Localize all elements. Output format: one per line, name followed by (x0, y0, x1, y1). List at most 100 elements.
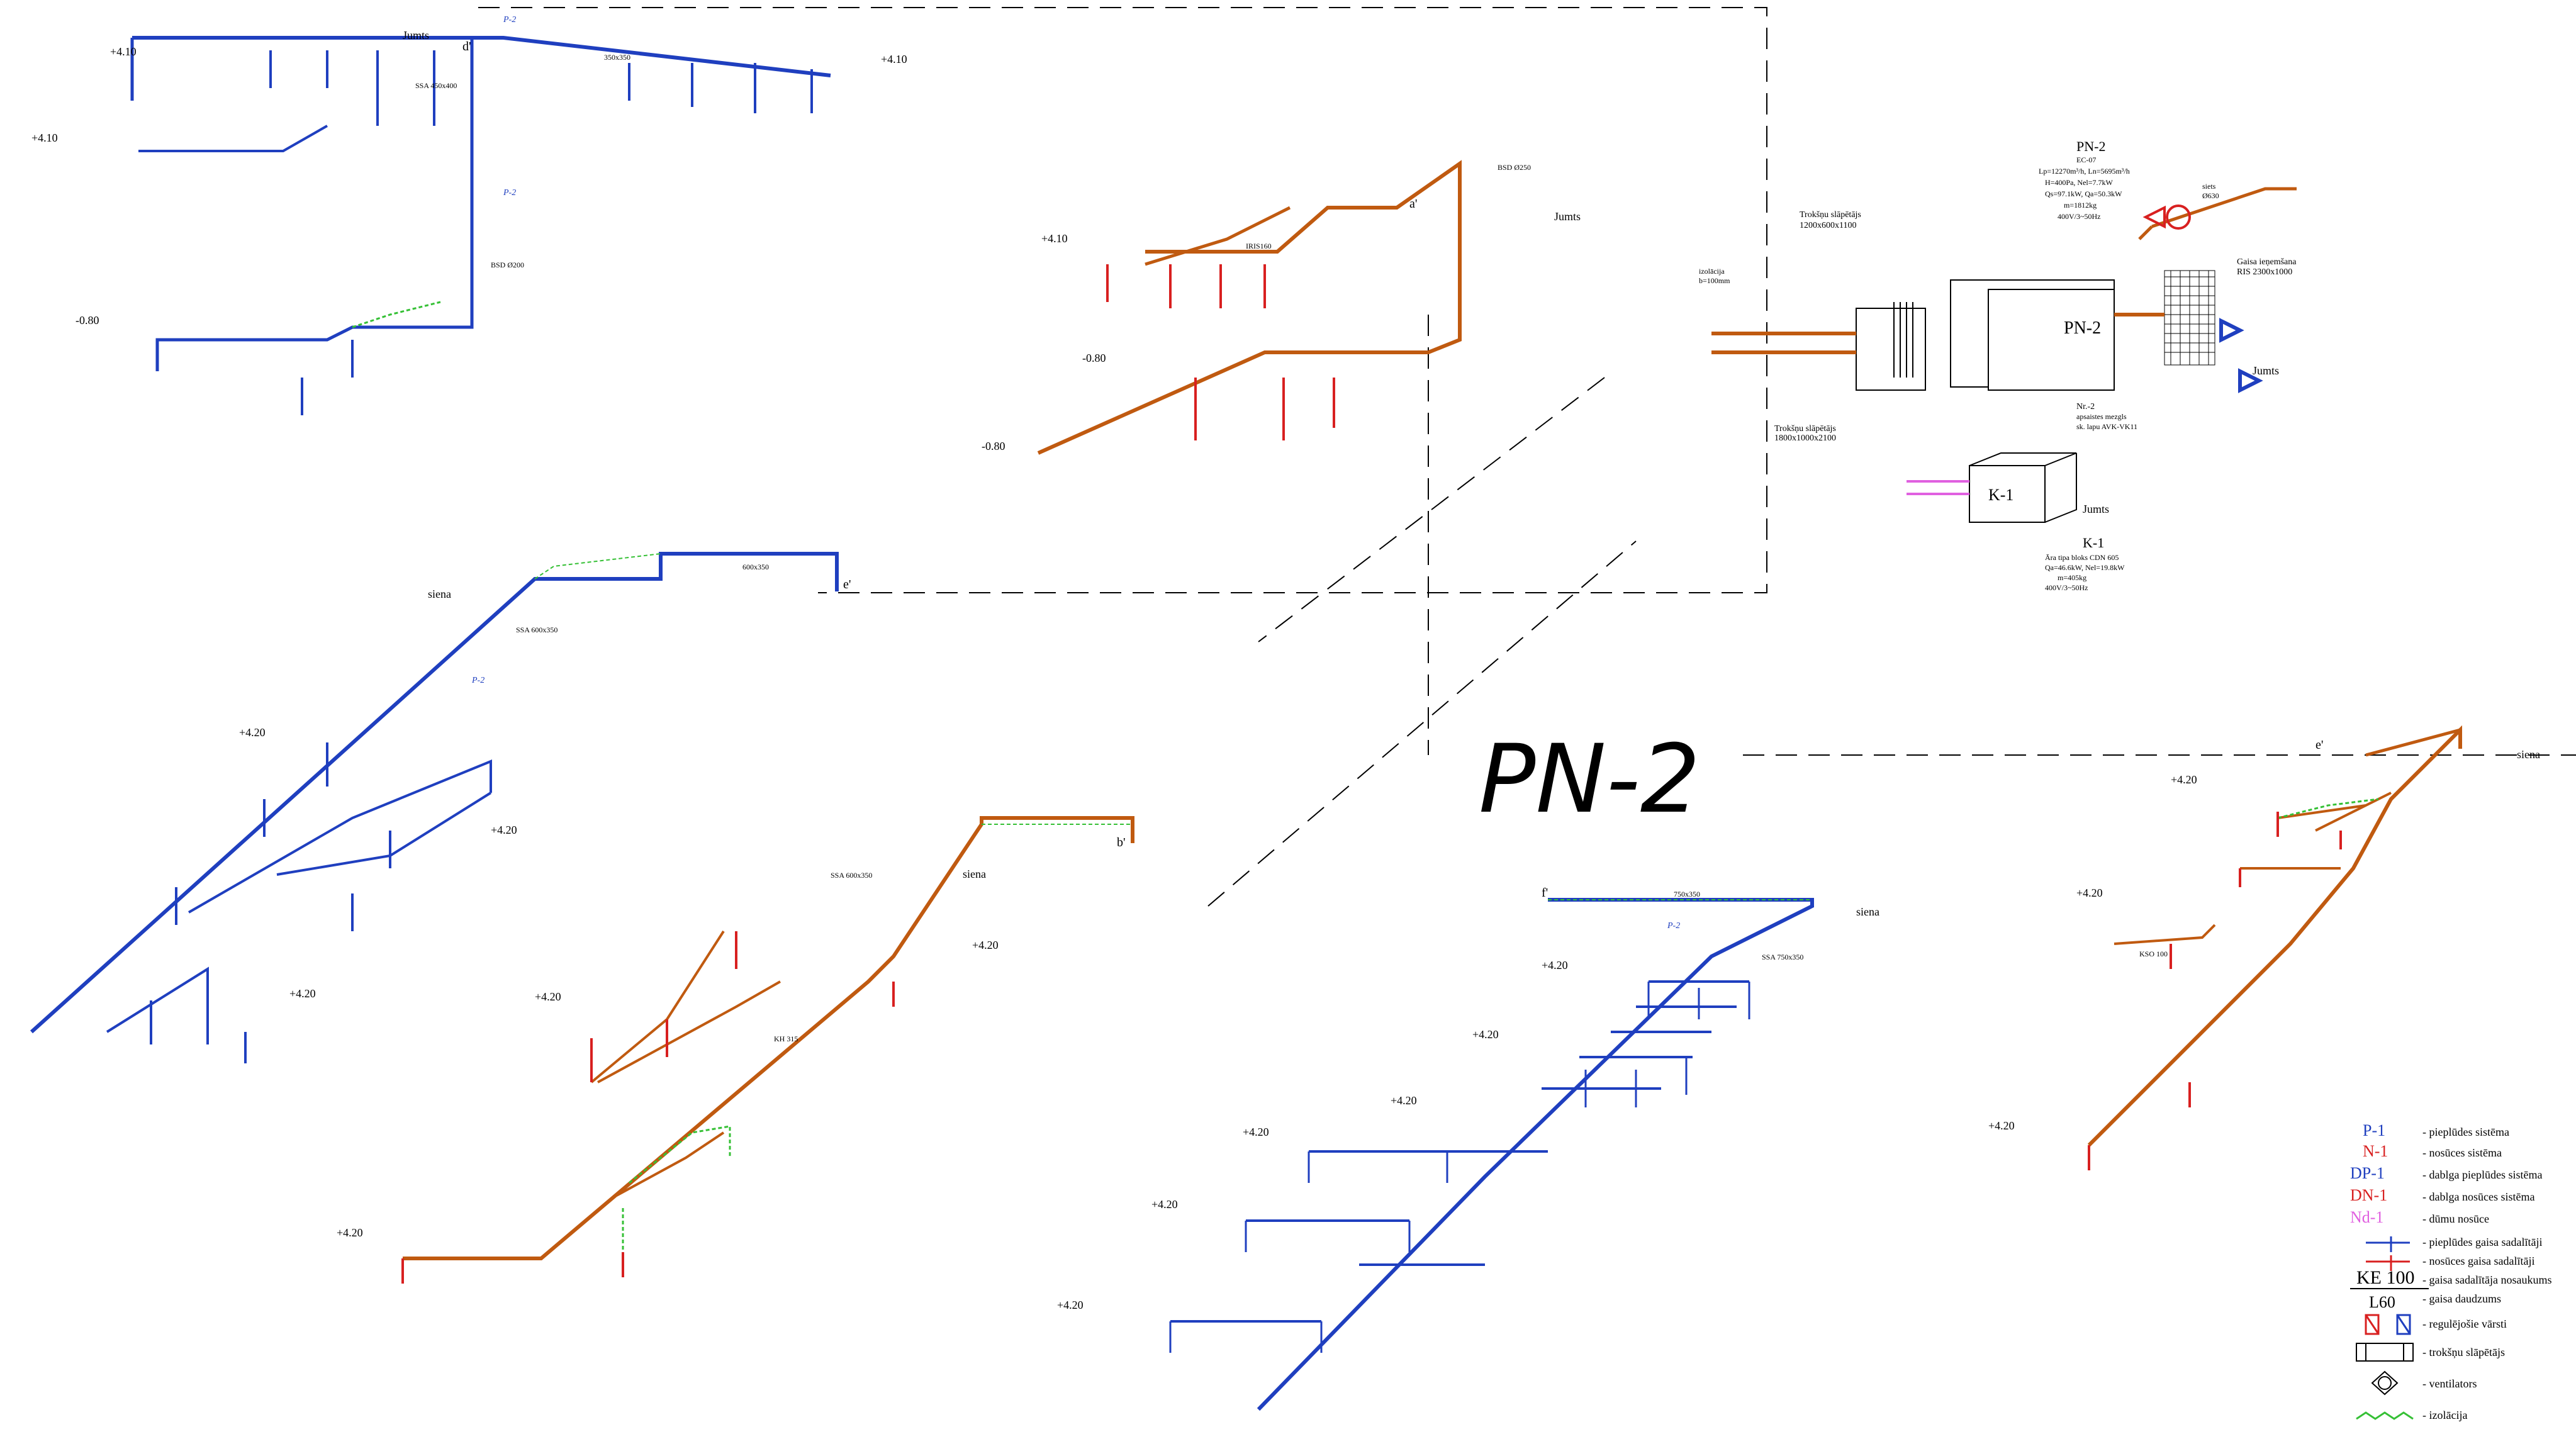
bsd-label: BSD Ø200 (491, 260, 524, 269)
level-marker: +4.20 (1243, 1126, 1269, 1138)
legend-text: - dablga pieplūdes sistēma (2422, 1168, 2542, 1181)
level-marker: -0.80 (982, 440, 1005, 452)
legend-text: - gaisa daudzums (2422, 1292, 2501, 1305)
ref-label: a' (1409, 197, 1417, 211)
fan-icon (2371, 1370, 2399, 1396)
ssa-label: SSA 750x350 (1762, 953, 1803, 961)
iris-label: IRIS160 (1246, 242, 1272, 250)
insulation-icon (2356, 1411, 2414, 1420)
wall-size: Ø630 (2202, 191, 2219, 200)
legend-text: - nosūces gaisa sadalītāji (2422, 1255, 2534, 1267)
note-label: sk. lapu AVK-VK11 (2076, 422, 2137, 431)
level-marker: +4.20 (1391, 1094, 1417, 1107)
ref-label: f' (1542, 886, 1548, 900)
duct-label: 600x350 (742, 563, 769, 571)
kh-label: KH 315 (774, 1034, 798, 1043)
wall-label: siena (1856, 905, 1879, 918)
level-marker: -0.80 (76, 314, 99, 327)
ahu-spec: H=400Pa, Nel=7.7kW (2045, 178, 2114, 187)
level-marker: +4.20 (1151, 1198, 1178, 1211)
silencer-icon (2356, 1343, 2414, 1362)
exhaust-arrow-icon (2366, 1255, 2410, 1271)
level-marker: +4.20 (1988, 1119, 2015, 1132)
ahu-spec: 400V/3~50Hz (2058, 212, 2100, 221)
bottom-supply-branch: f' siena SSA 750x350 750x350 +4.20 +4.20… (1057, 886, 1879, 1411)
level-marker: +4.20 (1057, 1299, 1084, 1311)
k1-spec: Qa=46.6kW, Nel=19.8kW (2045, 563, 2125, 572)
silencer-label: Trokšņu slāpētājs (1800, 210, 1861, 220)
wall-label: siena (2517, 748, 2540, 761)
level-marker: +4.10 (31, 132, 58, 144)
duct-label: 750x350 (1674, 890, 1700, 899)
bsd-label: BSD Ø250 (1498, 163, 1531, 172)
drawing-title: PN-2 (1479, 725, 1700, 834)
level-marker: +4.10 (110, 45, 137, 58)
ahu-spec: m=1812kg (2064, 201, 2097, 210)
level-marker: -0.80 (1082, 352, 1106, 364)
legend-text: - izolācija (2422, 1409, 2467, 1421)
k1-spec: 400V/3~50Hz (2045, 583, 2088, 592)
legend-code: Nd-1 (2350, 1208, 2383, 1226)
legend-text: - pieplūdes sistēma (2422, 1126, 2509, 1138)
wall-label: siets (2202, 182, 2216, 191)
level-marker: +4.20 (337, 1226, 363, 1239)
system-label: P-2 (503, 188, 516, 198)
note-label: apsaistes mezgls (2076, 412, 2127, 421)
level-marker: +4.20 (2171, 773, 2197, 786)
ref-label: e' (843, 578, 851, 591)
top-left-supply-branch: +4.10 +4.10 +4.10 -0.80 Jumts d' SSA 450… (31, 15, 907, 415)
legend: P-1 - pieplūdes sistēma N-1 - nosūces si… (2350, 1121, 2551, 1421)
legend-text: - regulējošie vārsti (2422, 1318, 2507, 1330)
level-marker: +4.20 (972, 939, 999, 951)
system-label: P-2 (503, 15, 516, 25)
k1-unit: K-1 Jumts K-1 Āra tipa bloks CDN 605 Qa=… (1907, 452, 2125, 592)
ref-label: d' (462, 40, 471, 53)
note-label: Nr.-2 (2076, 402, 2095, 412)
kso-label: KSO 100 (2139, 949, 2168, 958)
grille-label: Gaisa ieņemšana (2237, 257, 2297, 267)
legend-text: - trokšņu slāpētājs (2422, 1346, 2505, 1358)
ahu-label: PN-2 (2064, 318, 2101, 338)
ref-label: e' (2316, 738, 2323, 752)
ref-label: b' (1117, 836, 1126, 849)
level-marker: +4.20 (535, 990, 561, 1003)
level-marker: +4.20 (289, 987, 316, 1000)
top-middle-exhaust-branch: +4.10 -0.80 -0.80 a' BSD Ø250 Jumts IRIS… (982, 160, 1581, 455)
level-marker: +4.20 (1472, 1028, 1499, 1041)
ssa-label: SSA 600x350 (516, 625, 557, 634)
ahu-spec: EC-07 (2076, 155, 2096, 164)
roof-label: Jumts (1554, 210, 1581, 223)
legend-code: P-1 (2363, 1121, 2385, 1139)
flow-label-icon: L60 (2369, 1293, 2395, 1311)
k1-spec: K-1 (2083, 535, 2104, 551)
level-marker: +4.20 (491, 824, 517, 836)
legend-code: DP-1 (2350, 1164, 2385, 1182)
legend-text: - pieplūdes gaisa sadalītāji (2422, 1236, 2542, 1248)
k1-spec: Āra tipa bloks CDN 605 (2045, 553, 2119, 562)
legend-code: N-1 (2363, 1142, 2388, 1160)
center-exhaust-branch: siena b' SSA 600x350 +4.20 +4.20 +4.20 K… (337, 816, 1134, 1284)
insulation-label: b=100mm (1699, 276, 1730, 285)
grille-label: RIS 2300x1000 (2237, 267, 2292, 277)
ahu-spec: Qs=97.1kW, Qa=50.3kW (2045, 189, 2122, 198)
insulation-label: izolācija (1699, 267, 1725, 276)
left-supply-branch: siena e' SSA 600x350 600x350 +4.20 +4.20… (30, 552, 851, 1063)
legend-code: DN-1 (2350, 1186, 2387, 1204)
silencer-label: Trokšņu slāpētājs (1774, 424, 1836, 434)
system-label: P-2 (1667, 921, 1680, 931)
legend-text: - dūmu nosūce (2422, 1212, 2489, 1225)
roof-label: Jumts (2083, 503, 2109, 515)
legend-text: - gaisa sadalītāja nosaukums (2422, 1274, 2551, 1286)
k1-spec: m=405kg (2058, 573, 2086, 582)
roof-label: Jumts (403, 29, 429, 42)
ssa-label: SSA 600x350 (831, 871, 872, 880)
duct-label: 350x350 (604, 53, 630, 62)
level-marker: +4.10 (1041, 232, 1068, 245)
level-marker: +4.10 (881, 53, 907, 65)
wall-label: siena (963, 868, 986, 880)
silencer-label: 1200x600x1100 (1800, 221, 1856, 230)
system-label: P-2 (471, 676, 484, 685)
level-marker: +4.20 (1542, 959, 1568, 971)
supply-arrow-icon (2366, 1236, 2410, 1252)
